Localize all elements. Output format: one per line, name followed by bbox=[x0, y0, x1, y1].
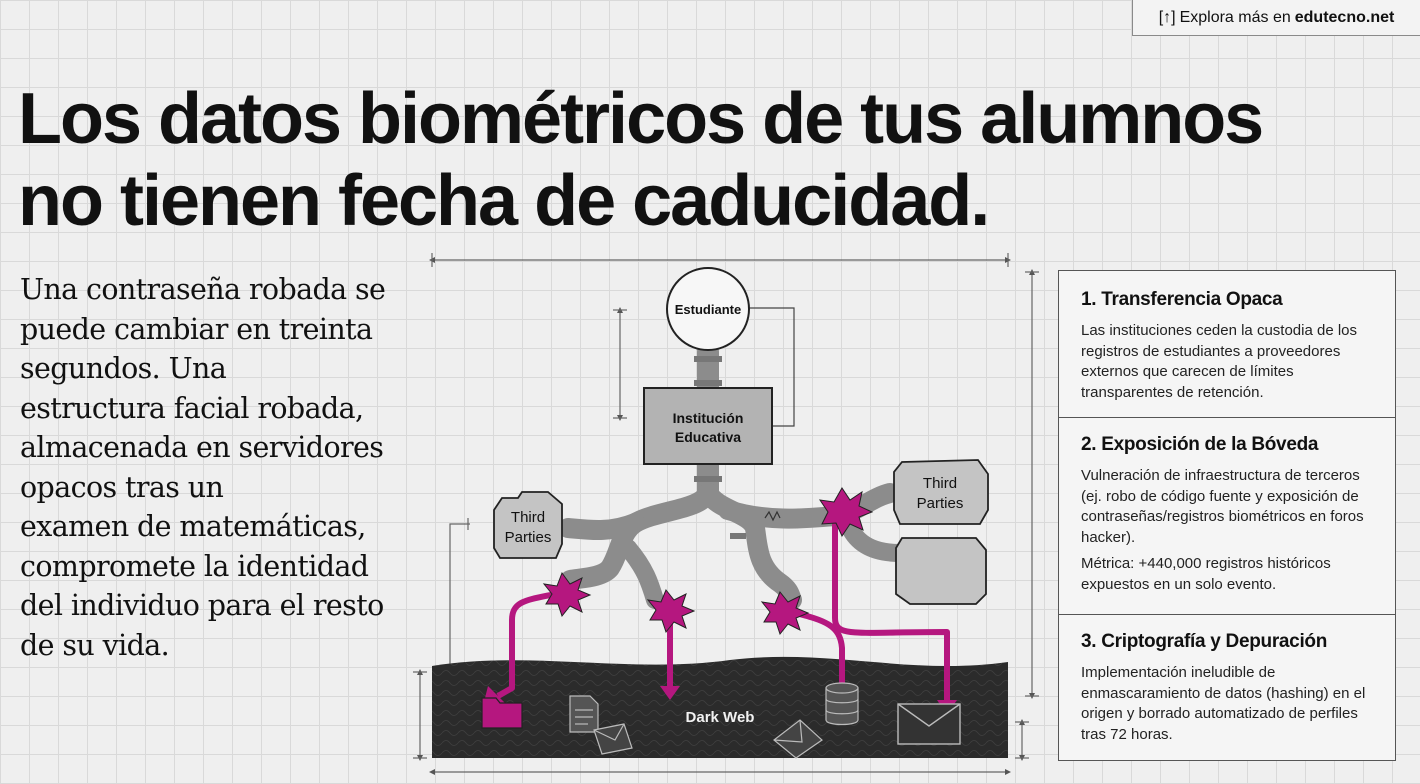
section-title: 3. Criptografía y Depuración bbox=[1081, 631, 1328, 652]
section-metric: Métrica: +440,000 registros históricos e… bbox=[1081, 555, 1331, 593]
intro-line: del individuo para el resto bbox=[20, 589, 384, 622]
intro-line: examen de matemáticas, bbox=[20, 510, 366, 543]
intro-line: opacos tras un bbox=[20, 470, 224, 504]
title-line-1: Los datos biométricos de tus alumnos bbox=[18, 79, 1264, 159]
intro-line: puede cambiar en treinta bbox=[20, 312, 373, 346]
title-line-2: no tienen fecha de caducidad. bbox=[18, 161, 990, 241]
document-icon bbox=[569, 695, 599, 733]
data-flow-diagram: Estudiante Institución Educativa Third P… bbox=[413, 253, 1039, 775]
database-icon bbox=[825, 682, 859, 726]
third-parties-left-label-2: Parties bbox=[505, 529, 552, 546]
intro-line: de su vida. bbox=[20, 628, 170, 662]
third-parties-left bbox=[493, 491, 563, 559]
intro-line: almacenada en servidores bbox=[20, 431, 384, 464]
intro-line: estructura facial robada, bbox=[20, 391, 364, 425]
info-panel: 1. Transferencia Opaca Las instituciones… bbox=[1058, 270, 1396, 761]
envelope-icon bbox=[773, 719, 823, 759]
intro-line: segundos. Una bbox=[20, 352, 227, 385]
explore-link[interactable]: [↑] Explora más en edutecno.net bbox=[1132, 0, 1420, 36]
section-body: Vulneración de infraestructura de tercer… bbox=[1081, 467, 1364, 546]
dark-web-label: Dark Web bbox=[686, 709, 755, 726]
arrow-up-icon: [↑] bbox=[1158, 8, 1176, 26]
third-parties-right bbox=[893, 459, 989, 525]
folder-icon bbox=[481, 697, 523, 729]
server-box bbox=[895, 537, 987, 605]
intro-line: compromete la identidad bbox=[20, 549, 369, 583]
section-exposicion: 2. Exposición de la Bóveda Vulneración d… bbox=[1059, 417, 1395, 614]
page-title: Los datos biométricos de tus alumnos no … bbox=[18, 78, 1408, 242]
intro-paragraph: Una contraseña robada se puede cambiar e… bbox=[20, 270, 415, 665]
third-parties-right-label-2: Parties bbox=[917, 495, 964, 512]
explore-link-site[interactable]: edutecno.net bbox=[1294, 8, 1395, 26]
section-criptografia: 3. Criptografía y Depuración Implementac… bbox=[1059, 614, 1395, 760]
envelope-icon bbox=[593, 723, 633, 755]
student-node bbox=[666, 267, 750, 351]
student-label: Estudiante bbox=[675, 302, 741, 317]
third-parties-left-label-1: Third bbox=[511, 509, 545, 526]
institution-label-1: Institución bbox=[673, 410, 744, 426]
explore-link-text: Explora más en bbox=[1179, 8, 1291, 26]
section-title: 1. Transferencia Opaca bbox=[1081, 289, 1283, 310]
dimension-lines bbox=[413, 253, 1039, 775]
institution-node bbox=[643, 387, 773, 465]
intro-line: Una contraseña robada se bbox=[20, 273, 386, 306]
leak-bursts bbox=[542, 487, 874, 636]
third-parties-right-label-1: Third bbox=[923, 475, 957, 492]
institution-label-2: Educativa bbox=[675, 429, 741, 445]
section-transferencia: 1. Transferencia Opaca Las instituciones… bbox=[1059, 271, 1395, 417]
section-title: 2. Exposición de la Bóveda bbox=[1081, 434, 1319, 455]
section-body: Implementación ineludible de enmascarami… bbox=[1081, 664, 1366, 743]
envelope-icon bbox=[897, 703, 961, 745]
section-body: Las instituciones ceden la custodia de l… bbox=[1081, 322, 1358, 401]
